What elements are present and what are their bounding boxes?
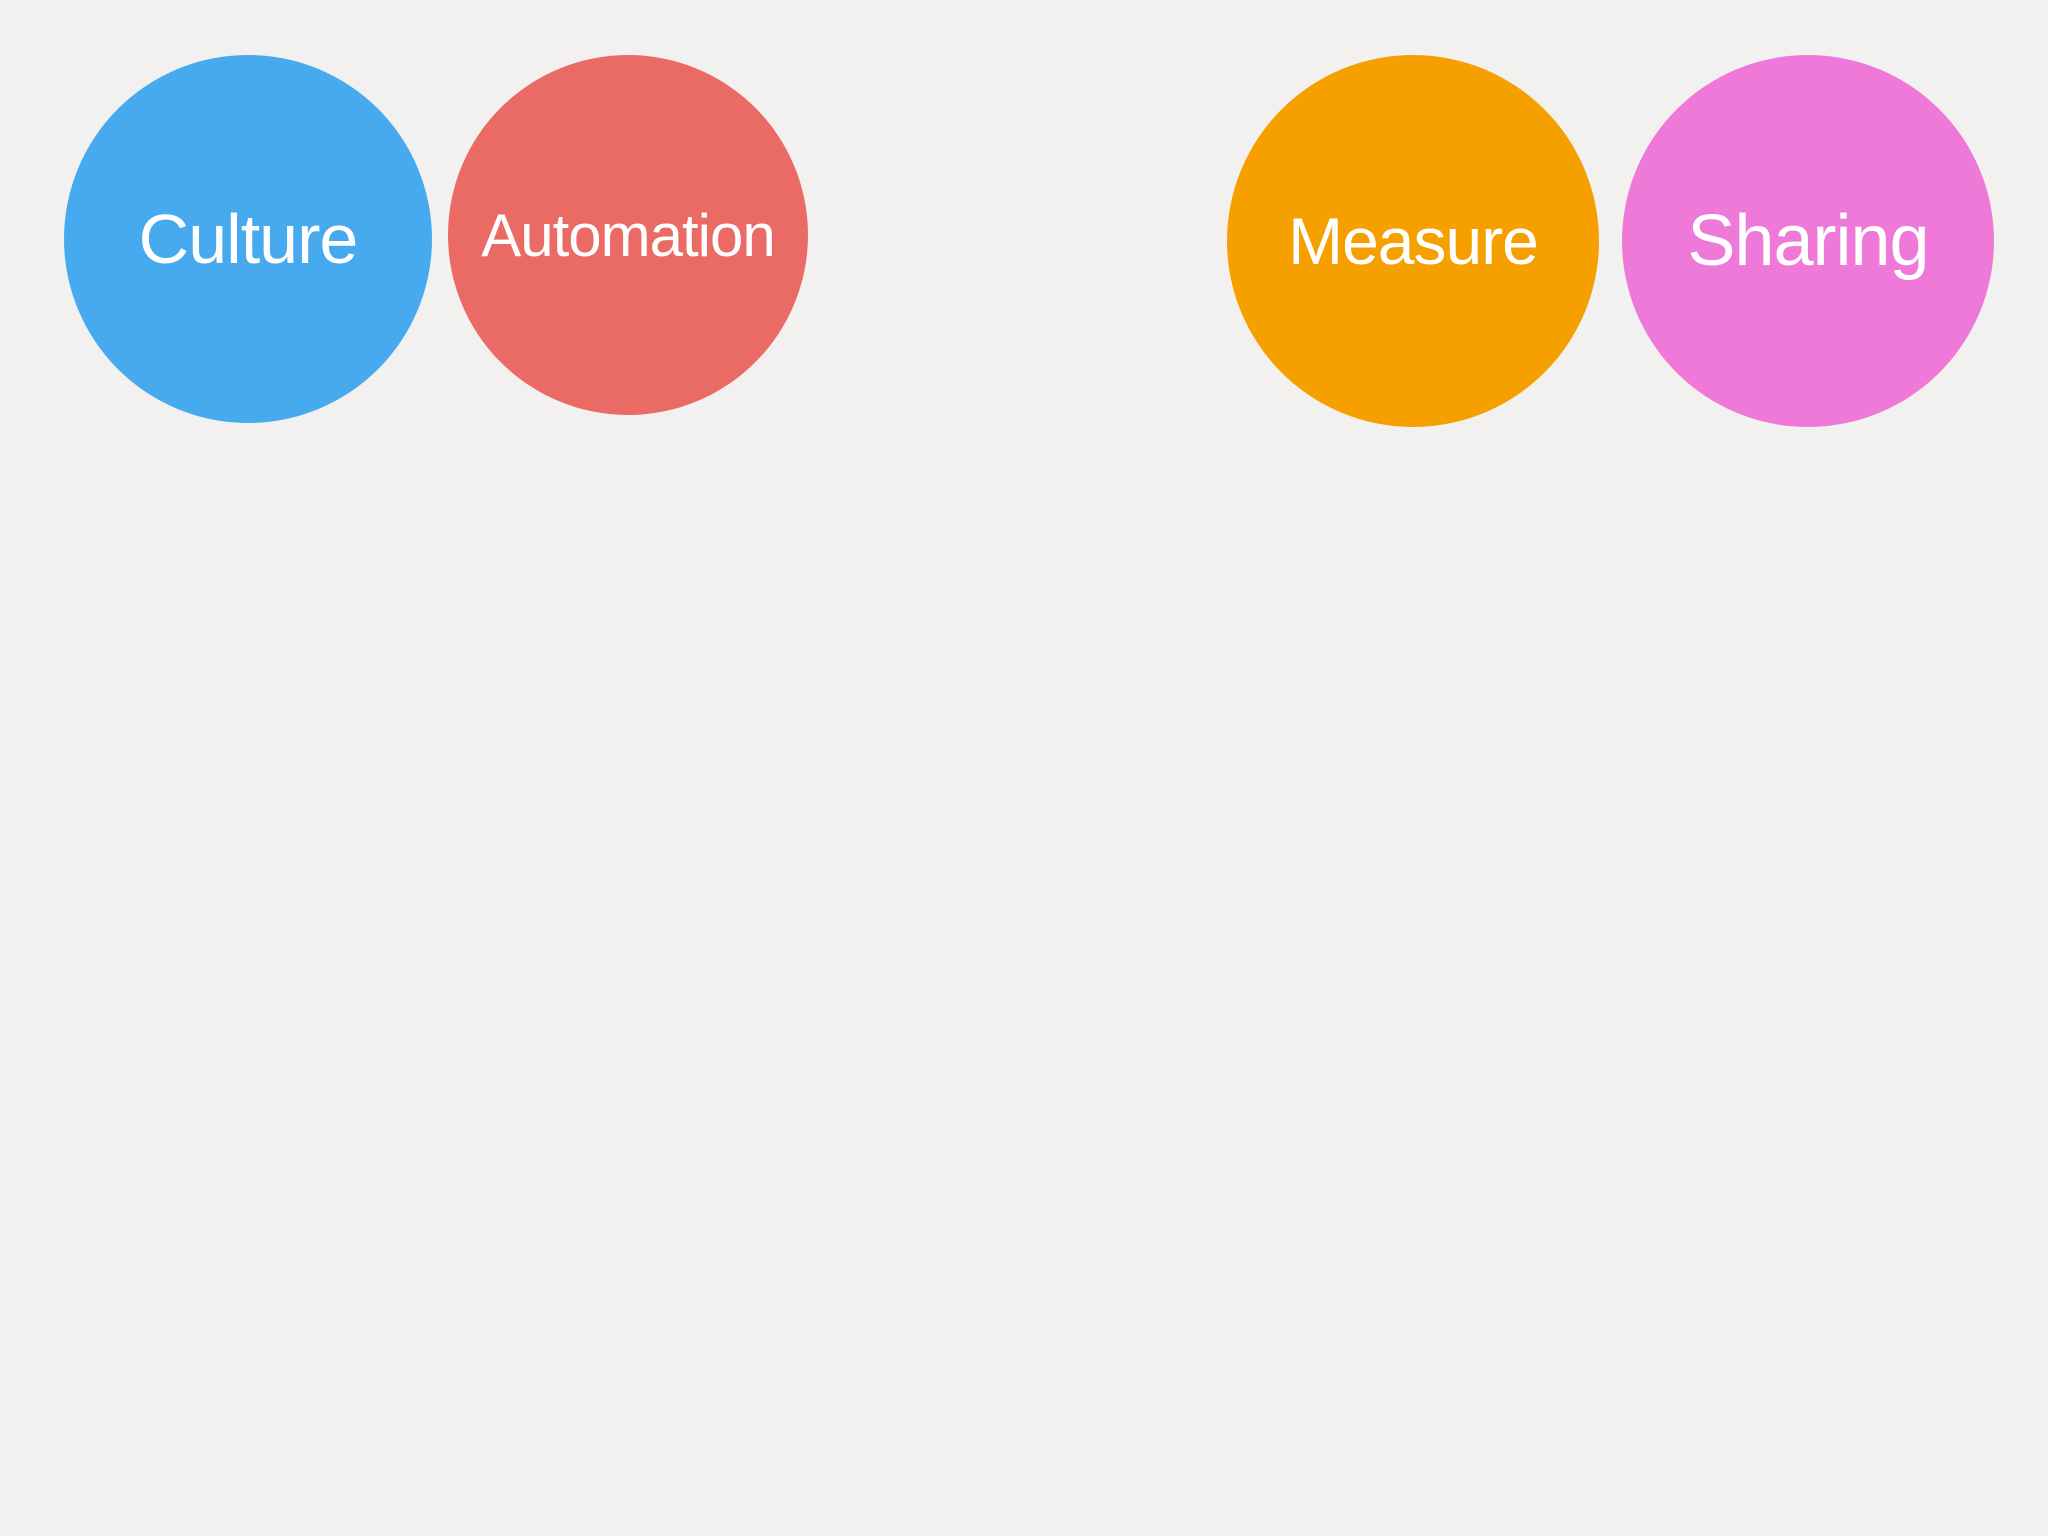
circle-label: Culture [138, 200, 359, 278]
circle-culture: Culture [64, 55, 432, 423]
circle-label: Automation [481, 201, 776, 269]
circle-measure: Measure [1227, 55, 1599, 427]
circle-label: Sharing [1687, 201, 1929, 281]
circle-label: Measure [1288, 204, 1539, 278]
circle-automation: Automation [448, 55, 808, 415]
circle-sharing: Sharing [1622, 55, 1994, 427]
